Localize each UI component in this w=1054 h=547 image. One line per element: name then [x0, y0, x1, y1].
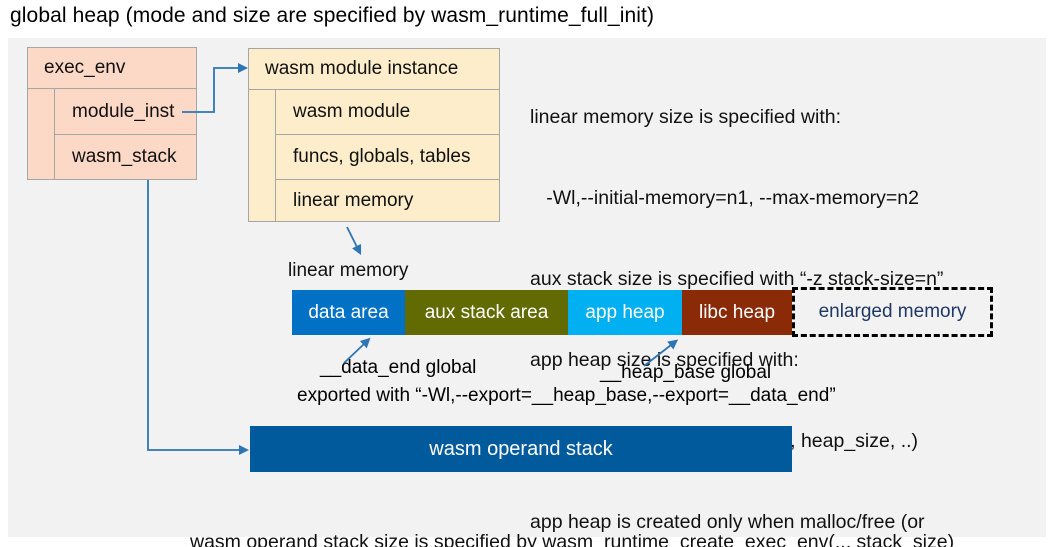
note-line: linear memory size is specified with: — [530, 106, 842, 128]
exec-env-row-wasm-stack: wasm_stack — [72, 146, 177, 167]
module-instance-row-wasm-module: wasm module — [276, 90, 499, 135]
module-instance-row-funcs-globals-tables: funcs, globals, tables — [276, 135, 499, 180]
wasm-module-instance-rows: wasm module funcs, globals, tables linea… — [275, 90, 499, 221]
segment-app-heap: app heap — [568, 290, 682, 335]
heap-base-global-label: __heap_base global — [600, 362, 772, 383]
linear-memory-label: linear memory — [288, 260, 409, 281]
note-line: wasm operand stack size is specified by … — [190, 531, 955, 547]
linear-memory-bar: data area aux stack area app heap libc h… — [292, 290, 792, 335]
note-line: app heap size is specified with: — [530, 349, 799, 371]
data-end-global-label: __data_end global — [320, 357, 477, 378]
module-instance-row-linear-memory: linear memory — [293, 189, 414, 211]
operand-stack-size-notes: wasm operand stack size is specified by … — [190, 477, 954, 547]
exec-env-rows: module_inst wasm_stack — [54, 89, 196, 179]
note-line: -Wl,--initial-memory=n1, --max-memory=n2 — [530, 187, 919, 209]
segment-enlarged-memory: enlarged memory — [792, 287, 993, 337]
wasm-module-instance-box: wasm module instance wasm module funcs, … — [248, 48, 500, 222]
note-line: aux stack size is specified with “-z sta… — [530, 268, 944, 290]
wasm-operand-stack-bar: wasm operand stack — [250, 426, 792, 472]
note-line: app heap is created only when malloc/fre… — [530, 511, 925, 533]
segment-aux-stack-area: aux stack area — [405, 290, 568, 335]
segment-libc-heap: libc heap — [682, 290, 792, 335]
wasm-module-instance-header: wasm module instance — [249, 49, 499, 90]
segment-data-area: data area — [292, 290, 405, 335]
exec-env-header: exec_env — [28, 48, 196, 89]
exec-env-box: exec_env module_inst wasm_stack — [27, 47, 197, 180]
exported-with-label: exported with “-Wl,--export=__heap_base,… — [297, 385, 836, 406]
page-title: global heap (mode and size are specified… — [10, 4, 655, 27]
exec-env-row-module-inst: module_inst — [55, 89, 196, 135]
